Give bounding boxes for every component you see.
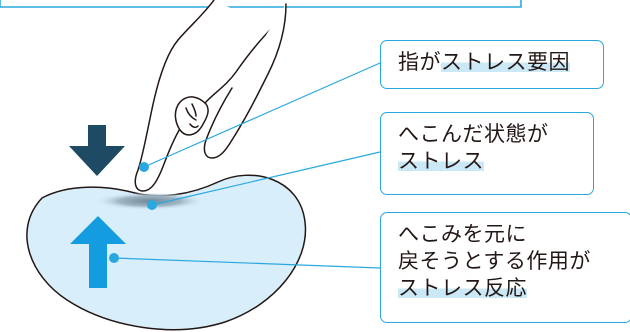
callout-finger-cause: 指がストレス要因 <box>380 40 604 89</box>
leader-line-dent <box>151 151 381 206</box>
leader-line-finger <box>143 62 381 168</box>
callout-dented-highlight: ストレス <box>398 149 484 173</box>
up-arrow-icon <box>70 216 126 288</box>
top-banner-frame <box>0 0 522 8</box>
down-arrow-icon <box>69 125 125 176</box>
leader-dot-reaction <box>109 253 119 263</box>
callout-dented-state: へこんだ状態が ストレス <box>380 112 594 195</box>
pointing-hand-icon <box>134 0 287 192</box>
leader-dot-finger <box>139 162 149 172</box>
callout-restore-reaction: へこみを元に 戻そうとする作用が ストレス反応 <box>380 212 630 323</box>
callout-restore-line2: 戻そうとする作用が <box>398 249 591 273</box>
leader-dot-dent <box>147 200 157 210</box>
leader-line-reaction <box>113 257 381 269</box>
leader-lines <box>113 62 381 269</box>
callout-finger-text: 指が <box>398 50 441 74</box>
callout-restore-line1: へこみを元に <box>398 222 527 246</box>
callout-finger-highlight: ストレス要因 <box>441 50 570 74</box>
callout-restore-highlight: ストレス反応 <box>398 276 527 300</box>
callout-dented-line1: へこんだ状態が <box>398 122 549 146</box>
